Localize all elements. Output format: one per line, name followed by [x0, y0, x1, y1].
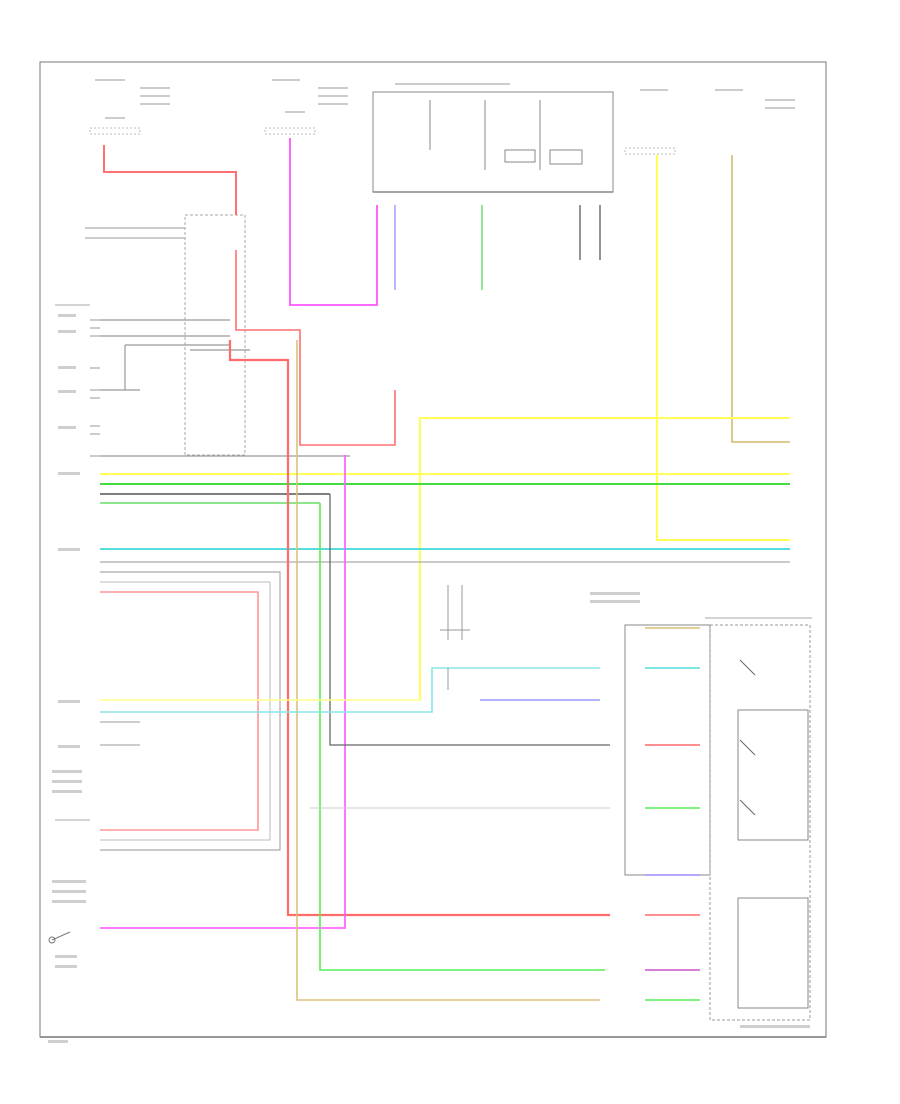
ground-cluster: [440, 585, 470, 690]
pink-loop: [100, 591, 259, 831]
red-wire-down: [235, 250, 396, 446]
label-placeholders: [48, 314, 810, 1043]
green-wire-long: [319, 503, 605, 971]
magenta-wire-long: [100, 455, 346, 929]
switch-module: [624, 617, 812, 1021]
red-wire-long: [228, 340, 610, 917]
door-switch: [48, 931, 71, 944]
gray-wires-upper: [100, 319, 350, 457]
connector-pins-left: [55, 304, 100, 821]
junction-block: [85, 214, 246, 456]
fuse-group-right: [624, 89, 795, 155]
fuse-group-center: [264, 79, 348, 135]
magenta-wire: [289, 138, 378, 306]
fuse-group-left: [89, 79, 170, 135]
yellow-wire-right-1: [656, 155, 790, 541]
gray-bundle: [100, 571, 281, 851]
gray-bundle-2: [100, 581, 271, 841]
red-wire-upper: [103, 145, 237, 215]
tan-wire-right: [731, 155, 790, 443]
tan-wire-long: [296, 340, 600, 1001]
module-wire-stubs: [645, 627, 700, 1001]
yellow-wire-right-2: [419, 417, 790, 700]
cyan-wire-mid: [100, 667, 600, 713]
black-wire-long: [329, 494, 610, 746]
combination-meter: [372, 83, 614, 193]
meter-lead-wires: [481, 205, 601, 290]
